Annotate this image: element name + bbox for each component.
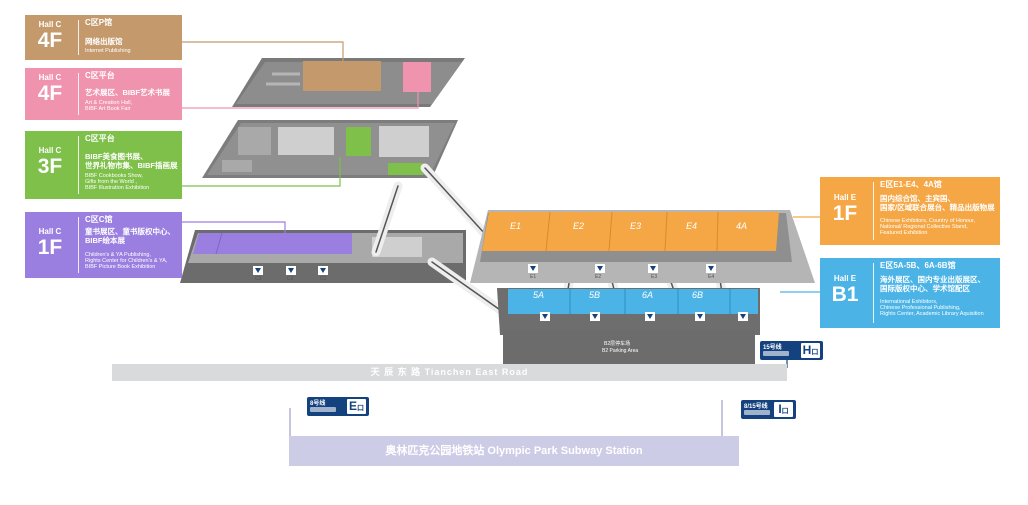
subway-logo-icon: [310, 407, 336, 412]
entrance-label-e1: E1: [530, 274, 537, 280]
exit-arrow-icon: [540, 312, 550, 321]
entrance-label-c1: C1: [320, 276, 327, 282]
panel-hall-e-1f: Hall E 1F E区E1-E4、4A馆 国内综合馆、主宾国、 国家/区域联合…: [820, 177, 1000, 245]
exit-gate-label: I口: [774, 402, 793, 417]
hall-label-5b: 5B: [589, 290, 601, 300]
floor-label: 1F: [37, 236, 63, 259]
hall-label: Hall C: [38, 227, 62, 236]
panel-en: Chinese Exhibitors, Country of Honour, N…: [880, 218, 976, 236]
hall-e-b1-block: [508, 289, 758, 314]
floor-label: 1F: [832, 202, 858, 225]
exit-gate-label: E口: [347, 399, 366, 414]
art-book-fair-area: [403, 62, 431, 92]
floor-label: 3F: [37, 155, 63, 178]
entrance-arrow-icon: [253, 266, 263, 275]
panel-hall-c-3f: Hall C 3F C区平台 BIBF美食图书展、 世界礼物市集、BIBF插画展…: [25, 131, 182, 199]
parking-label-en: B2 Parking Area: [602, 348, 639, 354]
entrance-label-e2: E2: [595, 274, 602, 280]
internet-publishing-hall: [303, 61, 381, 91]
entrance-arrow-icon: [706, 264, 716, 273]
panel-title: C区平台: [85, 71, 115, 80]
hall-label-e3: E3: [630, 221, 642, 231]
floor-label: 4F: [37, 29, 63, 52]
gifts-market-area: [388, 163, 423, 175]
panel-hall-c-4f-art: Hall C 4F C区平台 艺术展区、BIBF艺术书展 Art & Creat…: [25, 68, 182, 120]
panel-cn: 网络出版馆: [85, 37, 123, 46]
hall-label-4a: 4A: [736, 221, 748, 231]
exit-arrow-icon: [695, 312, 705, 321]
subway-line-label: 8/15号线: [744, 404, 768, 410]
entrance-label-c2: C2: [287, 276, 294, 282]
entrance-arrow-icon: [528, 264, 538, 273]
panel-cn: 国内综合馆、主宾国、 国家/区域联合展台、精品出版物展: [880, 194, 995, 212]
exit-arrow-icon: [738, 312, 748, 321]
floor-label: B1: [831, 283, 859, 306]
entrance-arrow-icon: [648, 264, 658, 273]
hall-label-e4: E4: [686, 221, 698, 231]
panel-en: BIBF Cookbooks Show, Gifts from the Worl…: [85, 173, 150, 191]
floor-label: 4F: [37, 82, 63, 105]
divider: [873, 182, 874, 240]
panel-cn: BIBF美食图书展、 世界礼物市集、BIBF插画展: [85, 152, 178, 170]
hall-label: Hall E: [833, 193, 857, 202]
panel-title: E区E1-E4、4A馆: [880, 180, 942, 189]
panel-en: International Exhibitors, Chinese Profes…: [880, 299, 984, 317]
panel-title: C区平台: [85, 134, 115, 143]
hall-label-6b: 6B: [692, 290, 704, 300]
panel-en: Children's & YA Publishing, Rights Cente…: [85, 252, 168, 270]
exit-sign-h: 15号线 H口: [760, 341, 823, 360]
entrance-label-e3: E3: [651, 274, 658, 280]
children-ya-hall: [193, 233, 352, 254]
panel-cn: 艺术展区、BIBF艺术书展: [85, 88, 170, 97]
olympic-park-subway-station: 奥林匹克公园地铁站 Olympic Park Subway Station: [289, 436, 739, 466]
cookbooks-show-area: [346, 127, 371, 156]
exit-sign-i: 8/15号线 I口: [741, 400, 796, 419]
entrance-label-c3: C3: [255, 276, 262, 282]
panel-en: Internet Publishing: [85, 48, 131, 54]
hall-label-e1: E1: [510, 221, 522, 231]
b2-parking: [503, 330, 755, 364]
exit-arrow-icon: [590, 312, 600, 321]
panel-title: C区P馆: [85, 18, 113, 27]
divider: [78, 73, 79, 115]
hall-label-5a: 5A: [533, 290, 545, 300]
entrance-arrow-icon: [318, 266, 328, 275]
subway-logo-icon: [744, 410, 770, 415]
hall-label: Hall E: [833, 274, 857, 283]
entrance-arrow-icon: [286, 266, 296, 275]
panel-en: Art & Creation Hall, BIBF Art Book Fair: [85, 100, 133, 112]
hall-label: Hall C: [38, 20, 62, 29]
hall-label: Hall C: [38, 73, 62, 82]
divider: [78, 20, 79, 55]
hall-label-6a: 6A: [642, 290, 654, 300]
divider: [78, 217, 79, 273]
divider: [78, 136, 79, 194]
subway-line-label: 8号线: [310, 401, 326, 407]
parking-label-cn: B2层停车场: [604, 341, 631, 347]
panel-hall-e-b1: Hall E B1 E区5A-5B、6A-6B馆 海外展区、国内专业出版展区、 …: [820, 258, 1000, 328]
panel-hall-c-4f-p: Hall C 4F C区P馆 网络出版馆 Internet Publishing: [25, 15, 182, 60]
subway-logo-icon: [763, 351, 789, 356]
panel-cn: 童书展区、童书版权中心、 BIBF绘本展: [85, 227, 175, 245]
tianchen-east-road: 天 辰 东 路 Tianchen East Road: [112, 364, 787, 381]
panel-title: E区5A-5B、6A-6B馆: [880, 261, 956, 270]
panel-cn: 海外展区、国内专业出版展区、 国际版权中心、学术馆配区: [880, 275, 985, 293]
hall-e-1f-block: [482, 212, 779, 251]
subway-line-label: 15号线: [763, 345, 782, 351]
exit-gate-label: H口: [801, 343, 820, 358]
panel-hall-c-1f: Hall C 1F C区C馆 童书展区、童书版权中心、 BIBF绘本展 Chil…: [25, 212, 182, 278]
entrance-label-e4: E4: [708, 274, 715, 280]
hall-label-e2: E2: [573, 221, 585, 231]
panel-title: C区C馆: [85, 215, 113, 224]
hall-label: Hall C: [38, 146, 62, 155]
exit-sign-e: 8号线 E口: [307, 397, 369, 416]
entrance-arrow-icon: [595, 264, 605, 273]
exit-arrow-icon: [645, 312, 655, 321]
divider: [873, 263, 874, 323]
